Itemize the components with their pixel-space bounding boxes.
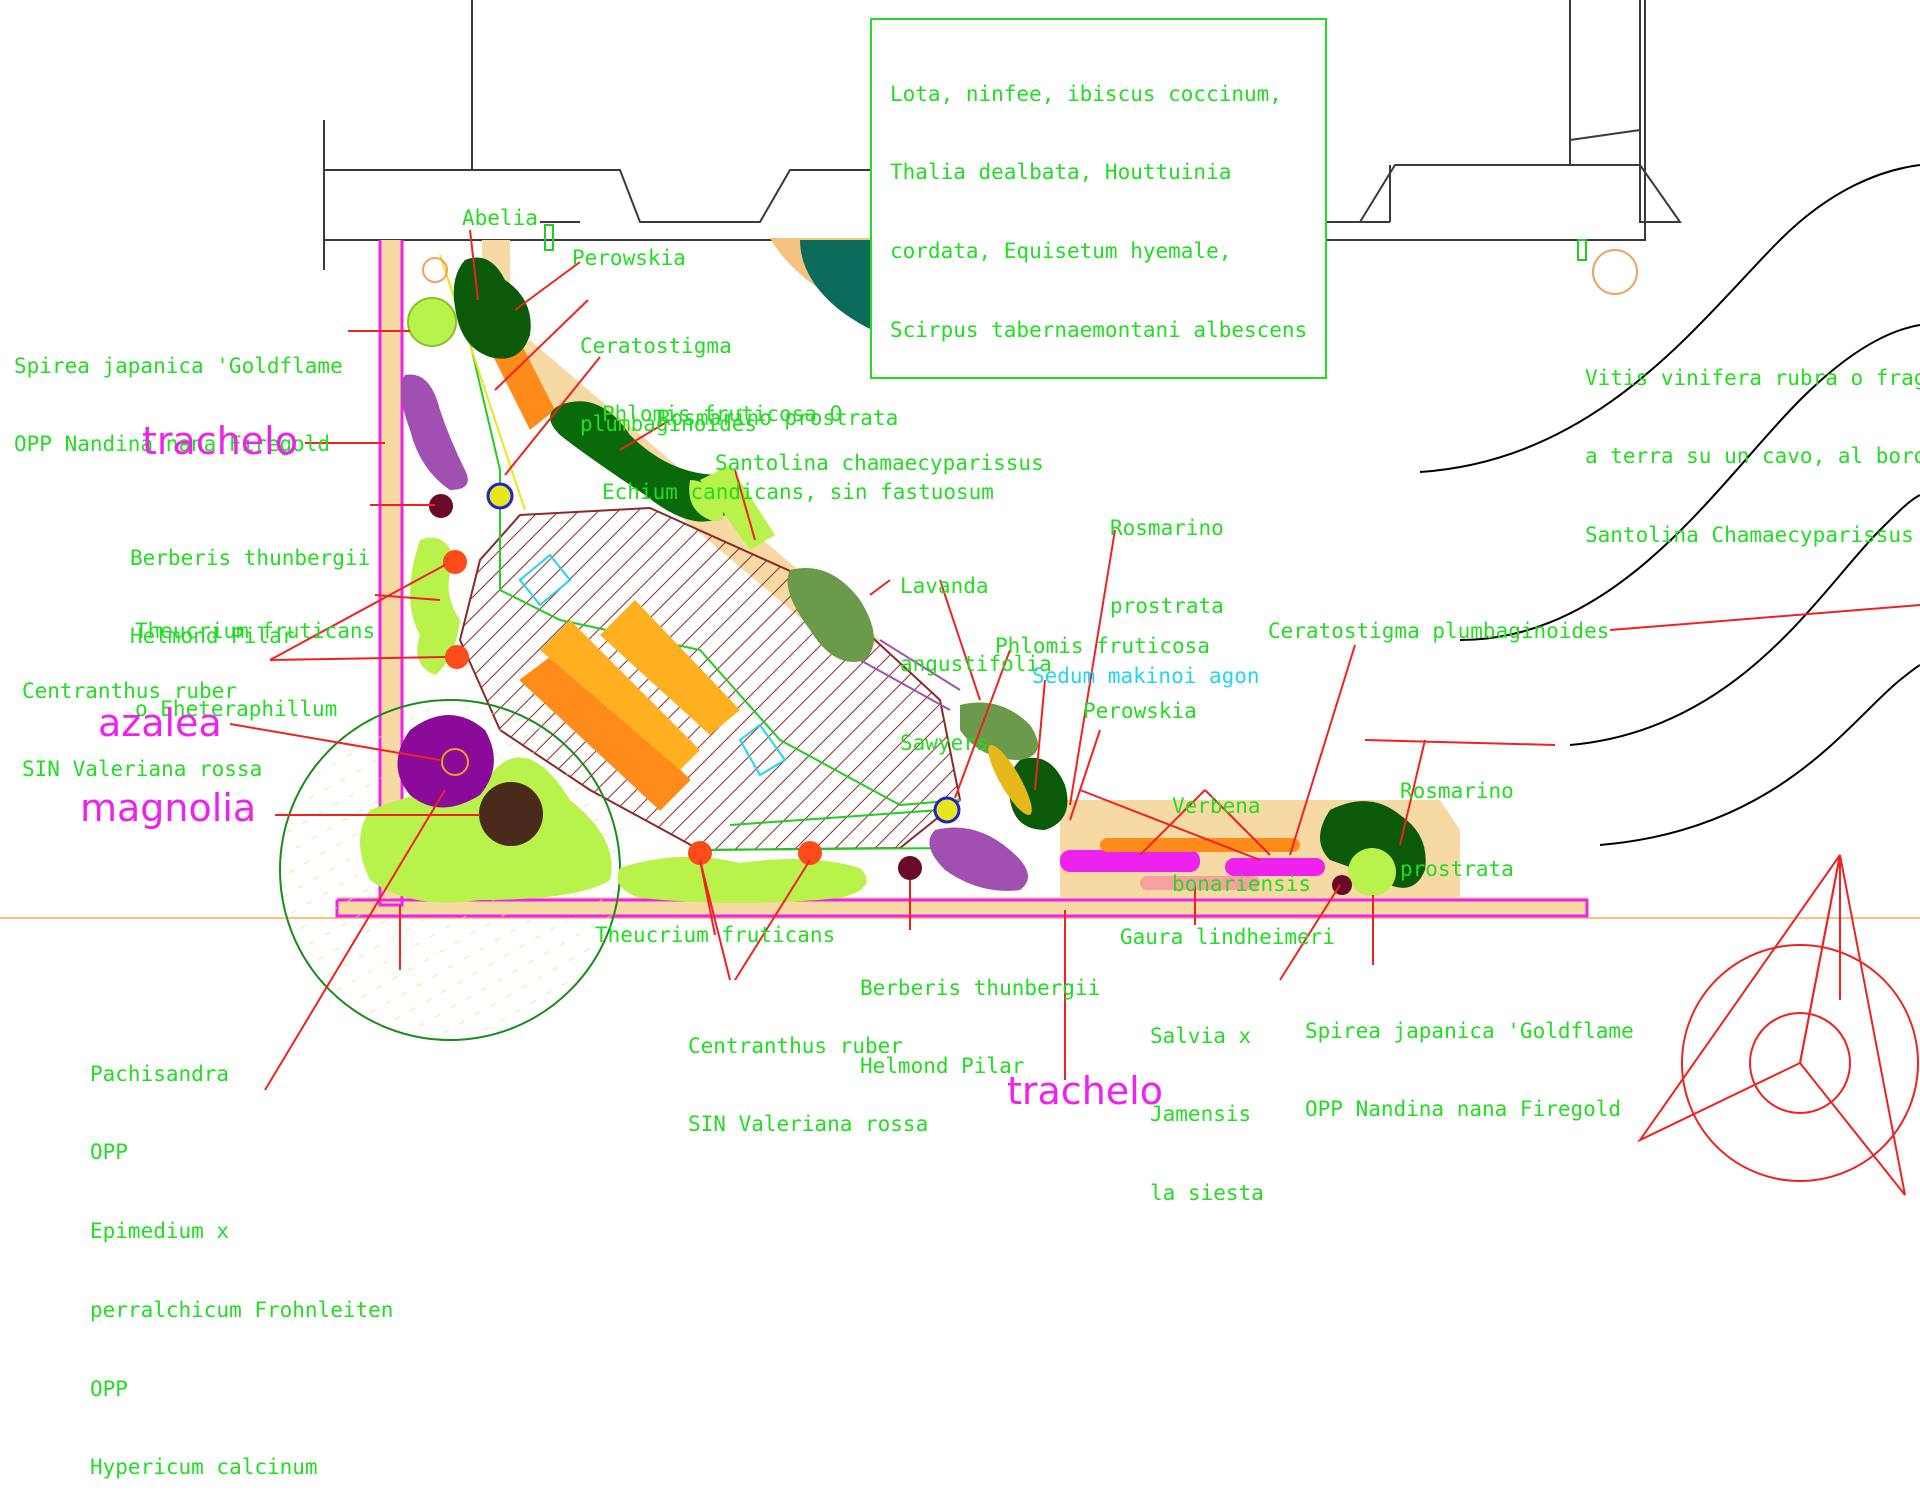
label-line: OPP Nandina nana Firegold [14,432,331,457]
label-line: Phlomis fruticosa O [602,401,843,426]
label-line: Lota, ninfee, ibiscus coccinum, [890,81,1282,106]
label-azalea: azalea [98,701,222,745]
leader-lines [229,130,1920,1091]
label-line: a terra su un cavo, al bordo [1585,444,1920,469]
label-line: OPP [90,1140,128,1165]
label-line: perralchicum Frohnleiten [90,1297,394,1322]
label-ceratostigma-right: Ceratostigma plumbaginoides [1268,619,1610,643]
label-line: Helmond Pilar [860,1054,1025,1079]
label-line: Lavanda [900,573,989,598]
label-line: SIN Valeriana rossa [688,1112,929,1137]
label-spiraea-left: Spirea japanica 'Goldflame OPP Nandina n… [14,300,343,484]
label-rosmarinus-right: Rosmarino prostrata [1400,725,1514,909]
garden-plan [0,0,1920,1196]
label-phlomis-echium: Phlomis fruticosa O Echium candicans, si… [602,348,994,532]
label-trachelo-bottom: trachelo [1007,1069,1163,1113]
label-abelia: Abelia [462,206,538,230]
label-line: cordata, Equisetum hyemale, [890,239,1232,263]
label-line: Santolina Chamaecyparissus [1585,523,1914,547]
label-line: Jamensis [1150,1102,1252,1127]
label-line: Thalia dealbata, Houttuinia [890,160,1232,185]
label-line: OPP Nandina nana Firegold [1305,1097,1622,1122]
label-line: Centranthus ruber [688,1033,903,1058]
label-spiraea-right: Spirea japanica 'Goldflame OPP Nandina n… [1305,965,1634,1149]
contour-lines [1419,164,1920,846]
label-ceratostigma-top: Ceratostigma plumbaginoides [580,280,757,464]
label-centranthus-bottom: Centranthus ruber SIN Valeriana rossa [688,980,928,1164]
label-magnolia: magnolia [80,786,257,830]
label-line: Spirea japanica 'Goldflame [14,353,343,378]
label-rosmarinus-top: Rosmarino prostrata [658,406,899,430]
label-trachelo-left: trachelo [142,419,298,463]
label-line: SIN Valeriana rossa [22,757,263,782]
label-line: Hypericum calcinum [90,1455,318,1480]
plants [360,224,1638,903]
label-sedum: Sedum makinoi agon [1032,664,1260,688]
label-line: Theucrium fruticans [135,618,376,643]
label-pachysandra: Pachisandra OPP Epimedium x perralchicum… [90,1008,393,1507]
label-line: Rosmarino [1400,778,1514,803]
purple-edging [859,639,961,711]
label-line: Vitis vinifera rubra o fragola [1585,365,1920,390]
label-vitis: Vitis vinifera rubra o fragola a terra s… [1585,312,1920,575]
label-line: Echium candicans, sin fastuosum [602,480,994,505]
label-line: Spirea japanica 'Goldflame [1305,1018,1634,1043]
label-teucrium-bottom: Theucrium fruticans [595,923,836,947]
label-salvia: Salvia x Jamensis la siesta [1150,970,1264,1233]
label-gaura: Gaura lindheimeri [1120,925,1335,949]
label-perowskia-mid: Perowskia [1083,699,1197,723]
label-centranthus-left: Centranthus ruber SIN Valeriana rossa [22,625,262,809]
label-perowskia-top: Perowskia [572,246,686,270]
label-line: Scirpus tabernaemontani albescens [890,317,1308,342]
label-line: Helmond Pilar [130,624,295,649]
label-line: Verbena [1172,793,1261,818]
label-line: Rosmarino [1110,515,1224,540]
label-line: OPP [90,1376,128,1401]
label-line: Sawyers [900,731,989,755]
label-line: la siesta [1150,1181,1264,1205]
label-santolina: Santolina chamaecyparissus [715,451,1044,475]
label-phlomis: Phlomis fruticosa [995,634,1210,658]
label-berberis-bottom: Berberis thunbergii Helmond Pilar [860,922,1100,1106]
label-line: prostrata [1400,857,1514,882]
cyan-steppers [518,553,787,777]
label-pond-plants: Lota, ninfee, ibiscus coccinum, Thalia d… [870,18,1328,380]
label-line: bonariensis [1172,872,1312,897]
label-teucrium-left: Theucrium fruticans o Eheteraphillum [135,565,375,749]
label-line: Centranthus ruber [22,678,237,703]
label-line: Epimedium x [90,1219,230,1243]
label-berberis-left: Berberis thunbergii Helmond Pilar [130,492,370,676]
label-line: prostrata [1110,594,1224,619]
label-line: Berberis thunbergii [130,545,371,570]
label-lavandula: Lavanda angustifolia Sawyers [900,520,1052,783]
label-line: angustifolia [900,652,1052,677]
label-line: Ceratostigma [580,333,732,358]
label-line: plumbaginoides [580,412,758,437]
label-line: Pachisandra [90,1061,230,1086]
label-line: Berberis thunbergii [860,975,1101,1000]
north-arrow-icon [1636,854,1919,1196]
label-line: Salvia x [1150,1023,1252,1048]
label-rosmarinus-mid: Rosmarino prostrata [1110,462,1224,646]
label-verbena: Verbena bonariensis [1172,740,1311,924]
label-line: o Eheteraphillum [135,697,338,722]
